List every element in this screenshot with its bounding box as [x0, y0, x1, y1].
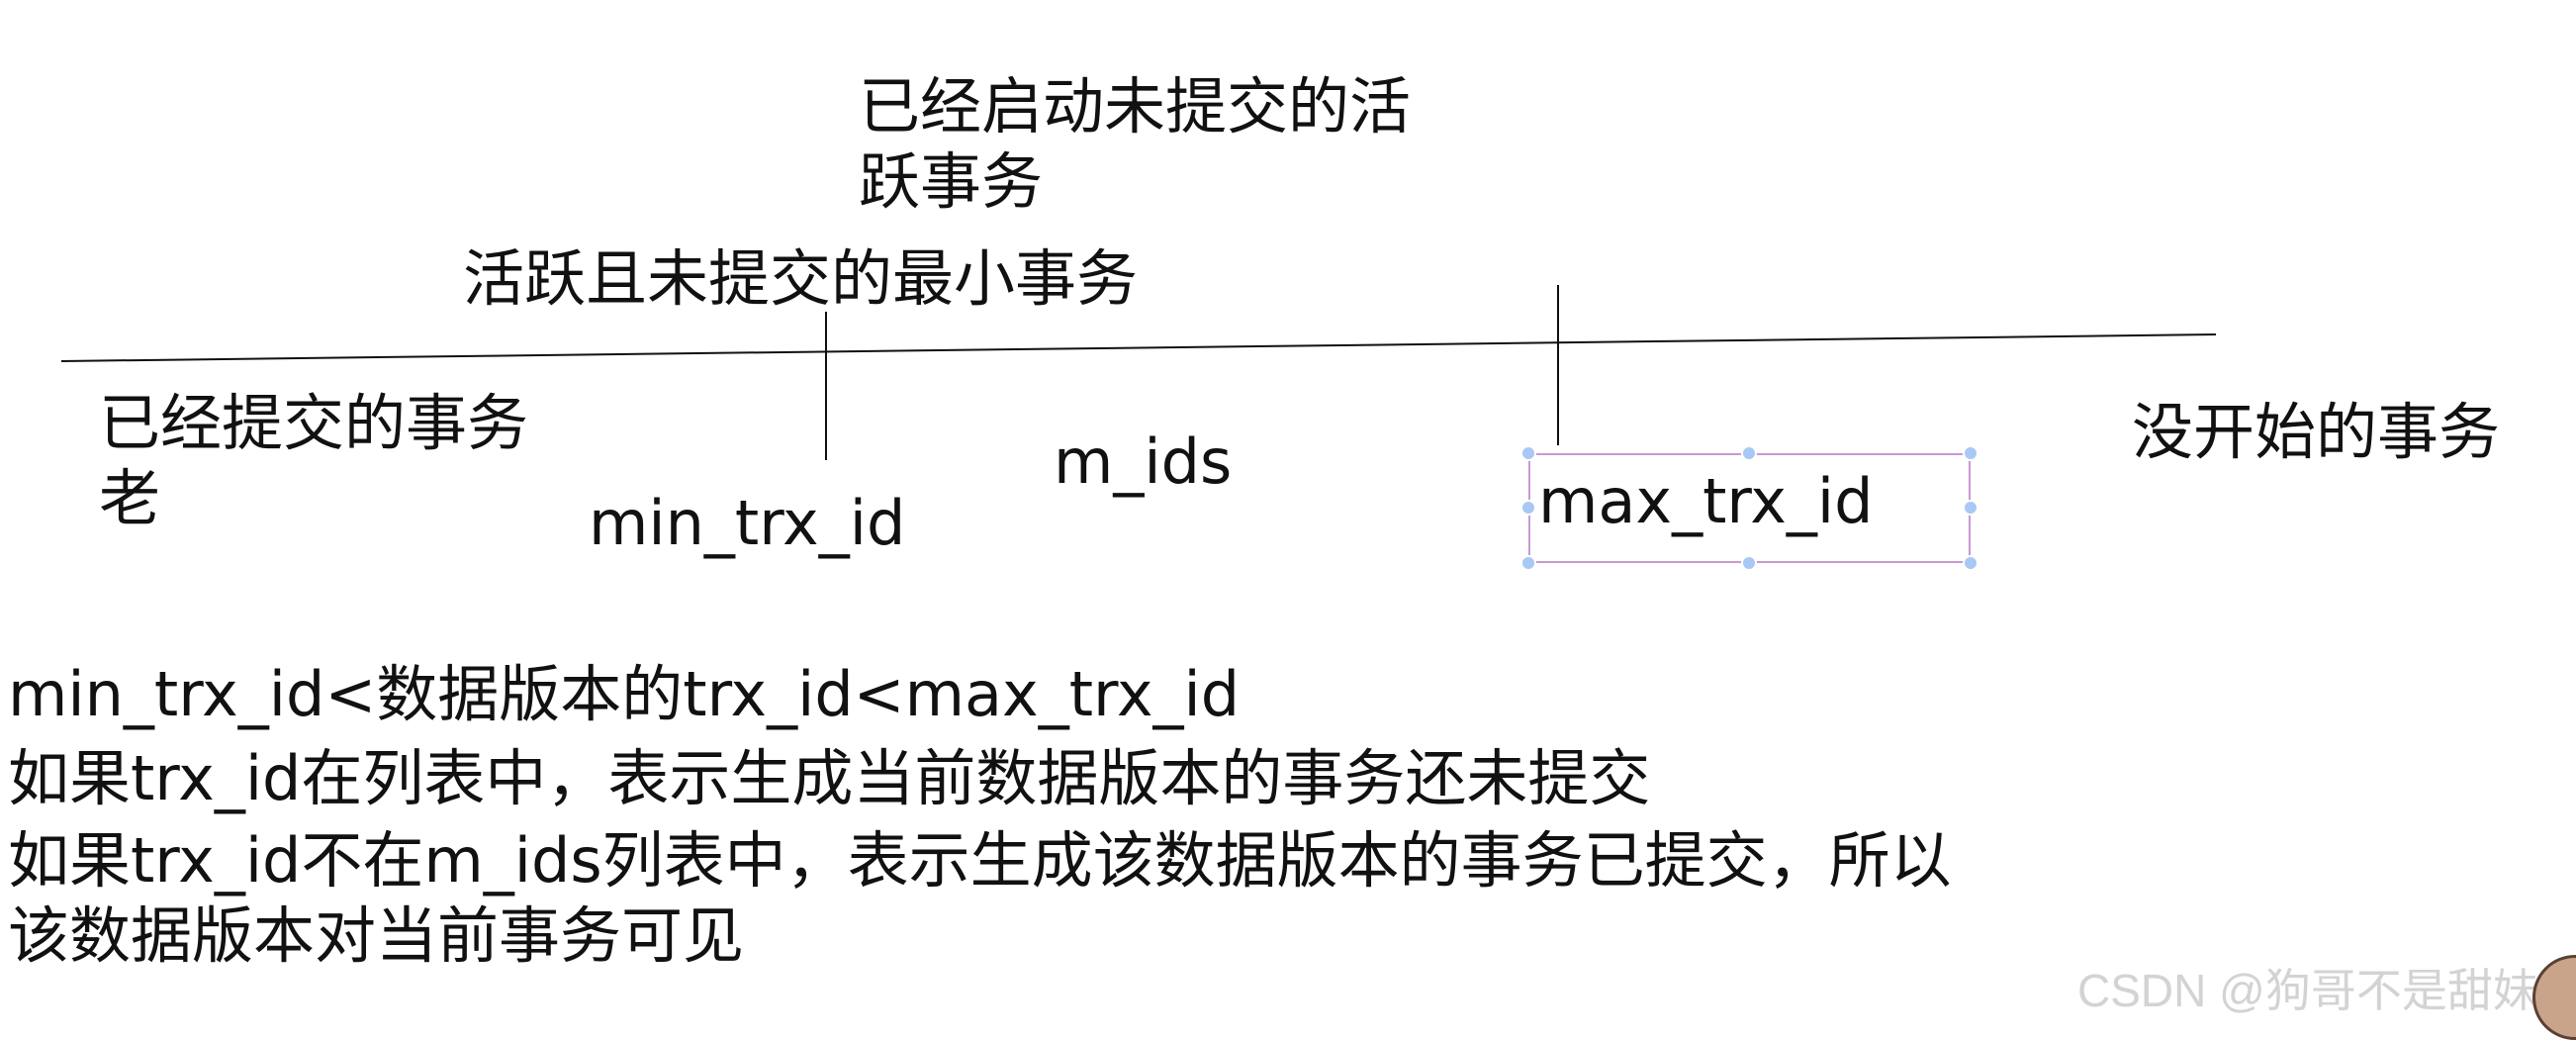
timeline-axis	[60, 333, 2217, 362]
resize-handle-sw[interactable]	[1520, 555, 1536, 571]
resize-handle-e[interactable]	[1963, 500, 1978, 516]
label-m-ids: m_ids	[1054, 425, 1233, 498]
resize-handle-ne[interactable]	[1963, 445, 1978, 461]
watermark-text: CSDN @狗哥不是甜妹	[2077, 965, 2538, 1016]
label-committed: 已经提交的事务 老	[99, 387, 529, 534]
label-active-uncommitted: 已经启动未提交的活 跃事务	[859, 70, 1412, 218]
note-not-in-list: 如果trx_id不在m_ids列表中，表示生成该数据版本的事务已提交，所以 该数…	[8, 824, 1952, 972]
resize-handle-n[interactable]	[1741, 445, 1757, 461]
label-min-trx-id: min_trx_id	[589, 487, 906, 559]
note-in-list: 如果trx_id在列表中，表示生成当前数据版本的事务还未提交	[8, 742, 1651, 814]
label-max-trx-id[interactable]: max_trx_id	[1538, 465, 1874, 537]
note-range-condition: min_trx_id<数据版本的trx_id<max_trx_id	[8, 658, 1241, 730]
resize-handle-w[interactable]	[1520, 500, 1536, 516]
label-not-started: 没开始的事务	[2132, 396, 2501, 468]
label-min-active: 活跃且未提交的最小事务	[463, 242, 1139, 315]
resize-handle-se[interactable]	[1963, 555, 1978, 571]
resize-handle-s[interactable]	[1741, 555, 1757, 571]
resize-handle-nw[interactable]	[1520, 445, 1536, 461]
